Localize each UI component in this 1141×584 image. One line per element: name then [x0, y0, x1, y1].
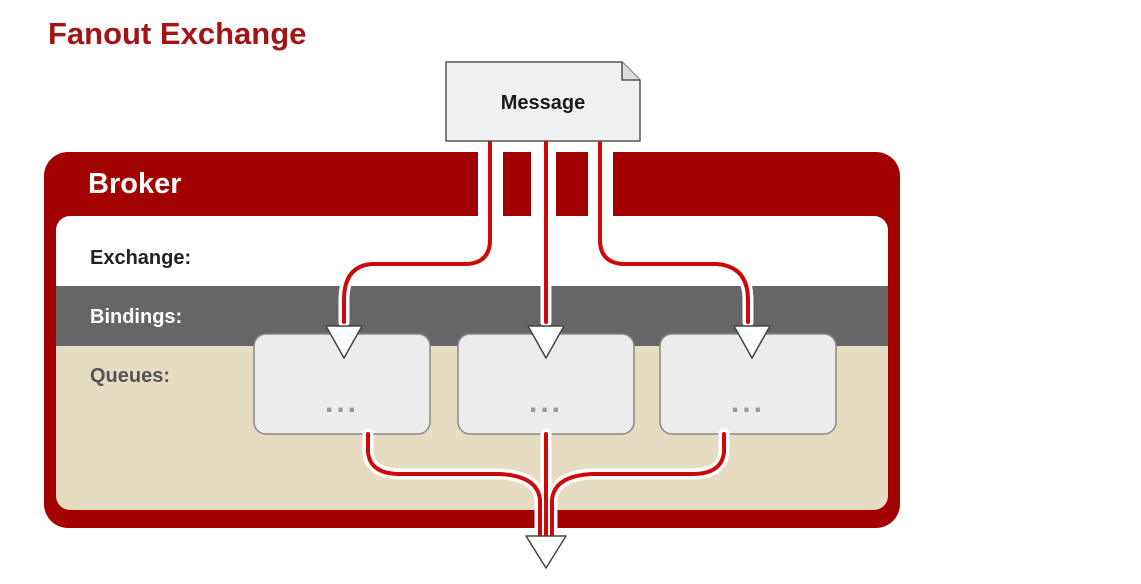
queue-box: ...: [659, 333, 837, 435]
folded-corner-icon: [621, 62, 640, 81]
exchange-row: [56, 216, 888, 286]
exchange-row-label: Exchange:: [90, 247, 191, 269]
queue-label: ...: [731, 386, 765, 419]
message-document: Message: [445, 61, 641, 142]
merge-line-right: [550, 432, 726, 537]
message-label: Message: [501, 92, 586, 114]
bindings-row-label: Bindings:: [90, 306, 182, 328]
broker-label: Broker: [88, 168, 182, 200]
queue-arrowheads: [325, 325, 771, 359]
arrowhead-icon: [325, 325, 363, 359]
exit-arrowhead-icon: [525, 535, 567, 569]
merge-line-left: [366, 432, 542, 537]
incoming-flow-lines: [338, 136, 754, 328]
flow-line-left: [342, 140, 492, 324]
queue-box: ...: [253, 333, 431, 435]
queue-label: ...: [529, 386, 563, 419]
arrowhead-icon: [733, 325, 771, 359]
queues-row-label: Queues:: [90, 365, 170, 387]
queue-label: ...: [325, 386, 359, 419]
diagram-title: Fanout Exchange: [48, 16, 306, 51]
arrowhead-icon: [527, 325, 565, 359]
queue-box: ...: [457, 333, 635, 435]
flow-line-right: [598, 140, 750, 324]
outgoing-flow-lines: [362, 428, 730, 541]
